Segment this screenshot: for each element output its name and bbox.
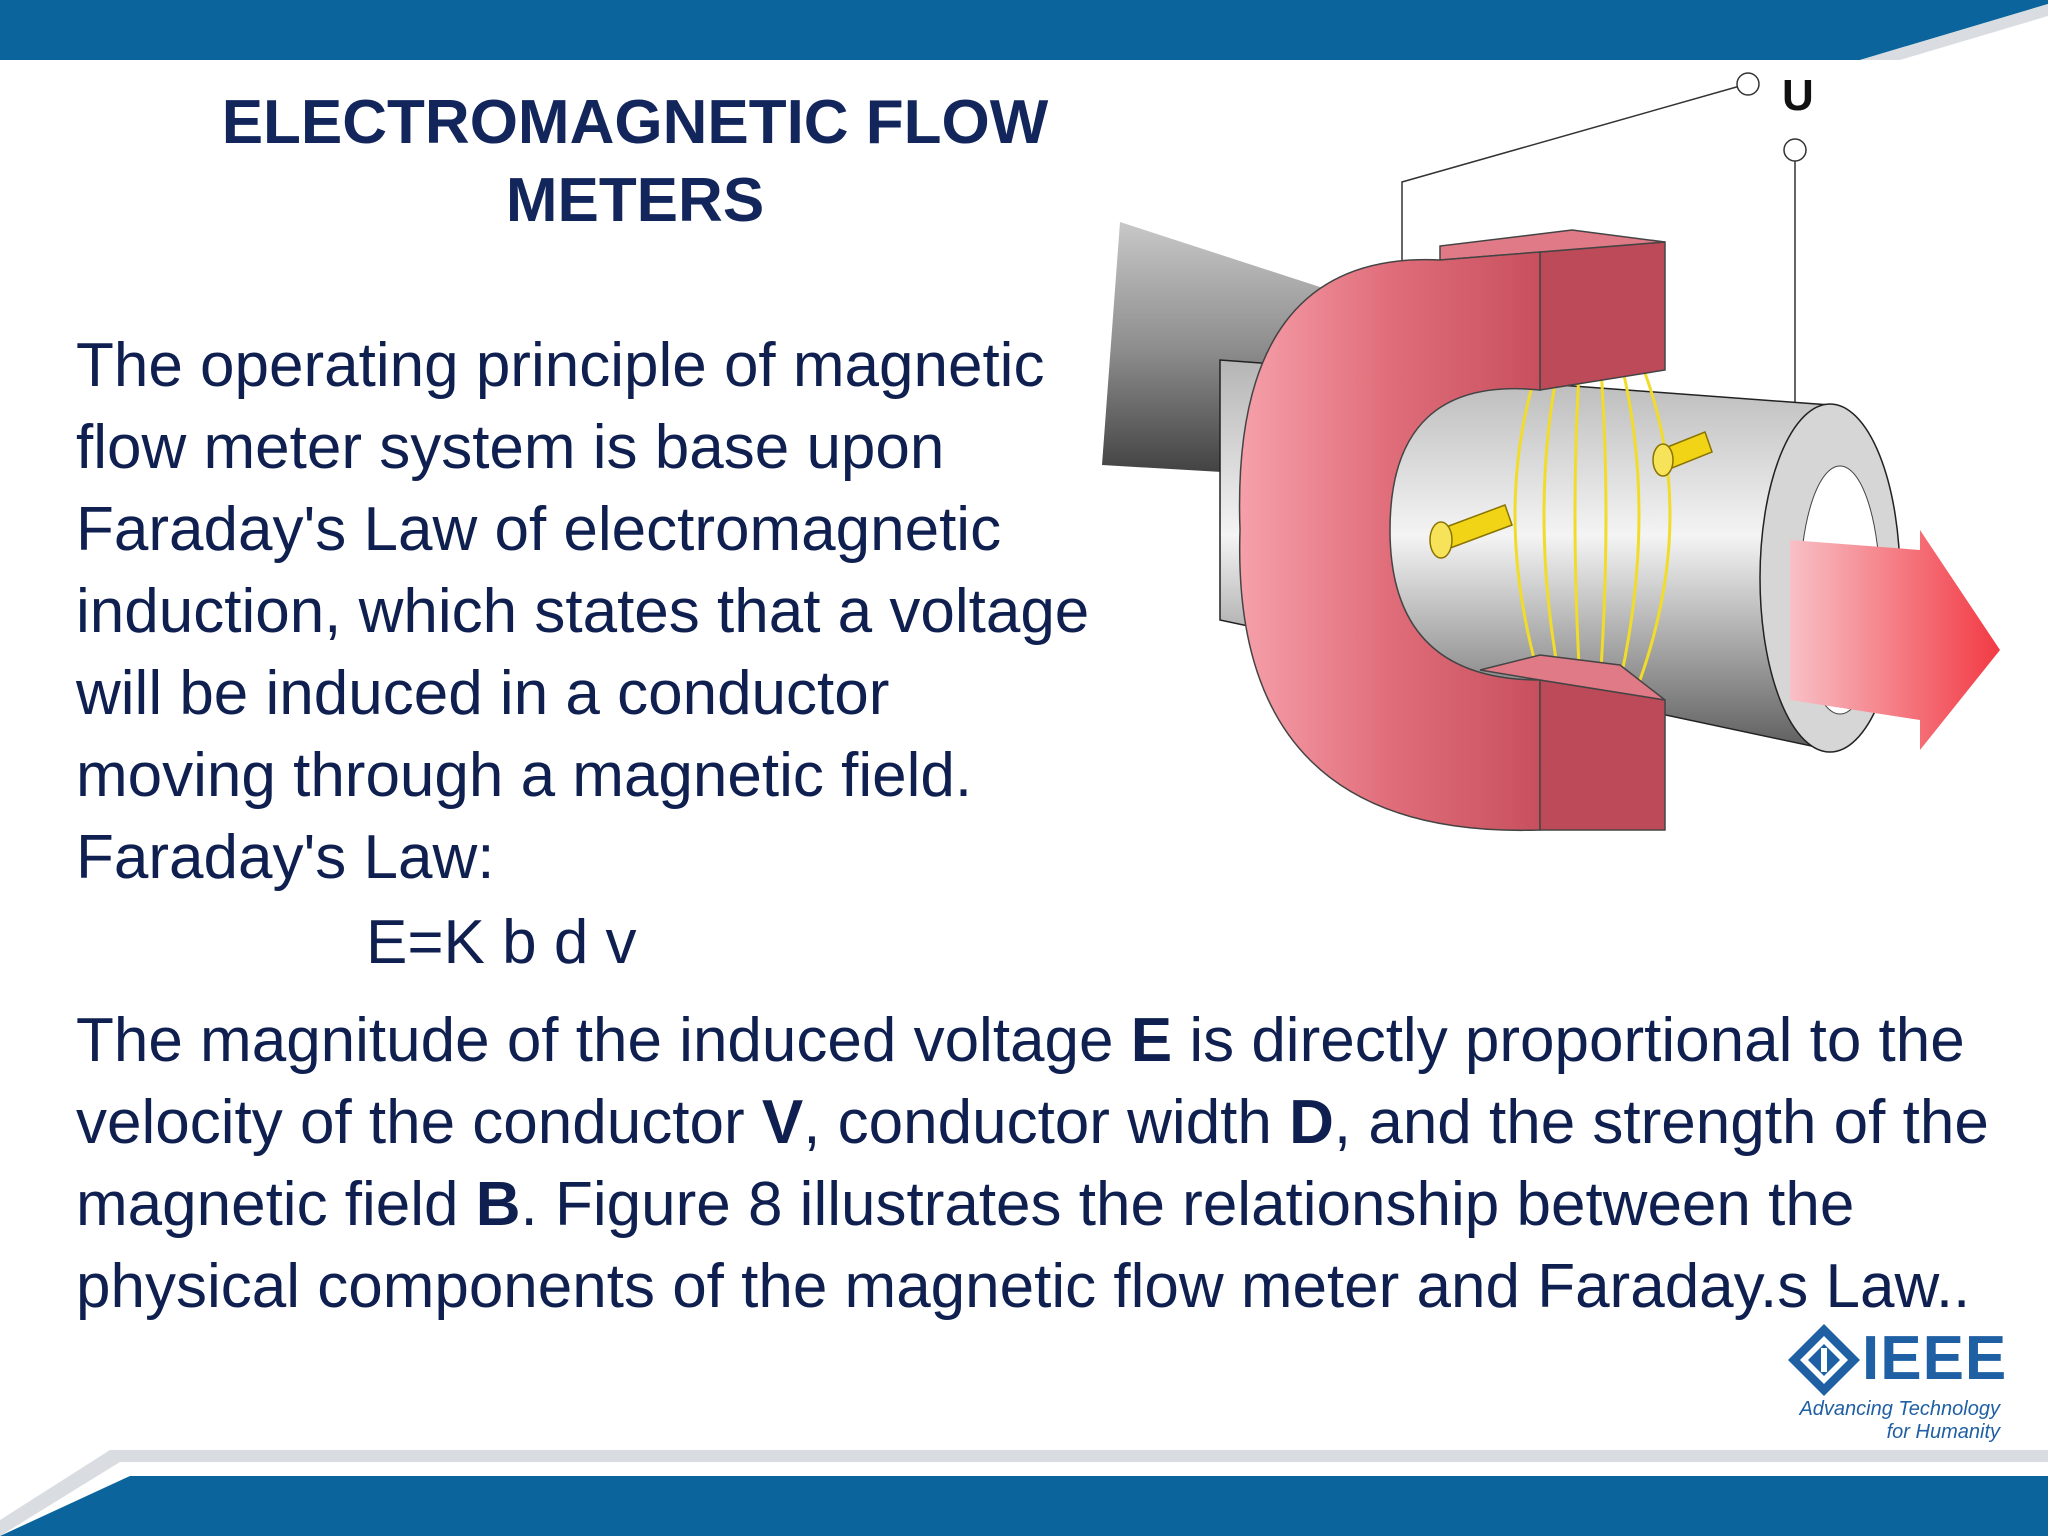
- text-run: , and the strength of the magnetic field: [76, 1088, 1989, 1239]
- ieee-diamond-icon: [1788, 1324, 1860, 1396]
- electrode: [1652, 431, 1713, 477]
- bold-term-d: D: [1289, 1088, 1334, 1157]
- intro-line: Faraday's Law of electromagnetic: [76, 495, 1002, 564]
- intro-line: Faraday's Law:: [76, 823, 495, 892]
- ieee-tagline: Advancing Technology for Humanity: [1790, 1398, 2000, 1444]
- explanation-paragraph: The magnitude of the induced voltage E i…: [76, 1000, 2006, 1328]
- tagline-line: Advancing Technology: [1799, 1398, 2000, 1420]
- text-run: is directly proportional to the velocity…: [76, 1006, 1965, 1157]
- magnetic-field-lines: [1513, 355, 1672, 685]
- intro-paragraph: The operating principle of magnetic flow…: [76, 325, 1216, 899]
- bold-term-v: V: [761, 1088, 804, 1157]
- text-run: . Figure 8 illustrates the relationship …: [76, 1170, 1971, 1321]
- flow-arrow: [1790, 530, 2000, 750]
- intro-line: flow meter system is base upon: [76, 413, 945, 482]
- bold-term-b: B: [475, 1170, 521, 1239]
- bottom-banner: [0, 1450, 2048, 1536]
- faraday-formula: E=K b d v: [366, 908, 637, 977]
- electrode: [1429, 504, 1513, 559]
- top-banner: [0, 0, 2048, 60]
- flow-meter-diagram: U: [1102, 71, 2000, 832]
- intro-line: will be induced in a conductor: [76, 659, 890, 728]
- ieee-wordmark: IEEE: [1862, 1324, 2008, 1393]
- ieee-logo: IEEE Advancing Technology for Humanity: [1786, 1322, 2008, 1444]
- tagline-line: for Humanity: [1886, 1421, 2000, 1443]
- bold-term-e: E: [1130, 1006, 1173, 1075]
- intro-line: induction, which states that a voltage: [76, 577, 1090, 646]
- intro-line: The operating principle of magnetic: [76, 331, 1045, 400]
- slide-title: ELECTROMAGNETIC FLOW METERS: [221, 88, 1049, 235]
- voltage-label: U: [1782, 71, 1814, 120]
- horseshoe-magnet: [1238, 229, 1666, 832]
- text-run: The magnitude of the induced voltage: [76, 1006, 1131, 1075]
- text-run: , conductor width: [803, 1088, 1290, 1157]
- intro-line: moving through a magnetic field.: [76, 741, 973, 810]
